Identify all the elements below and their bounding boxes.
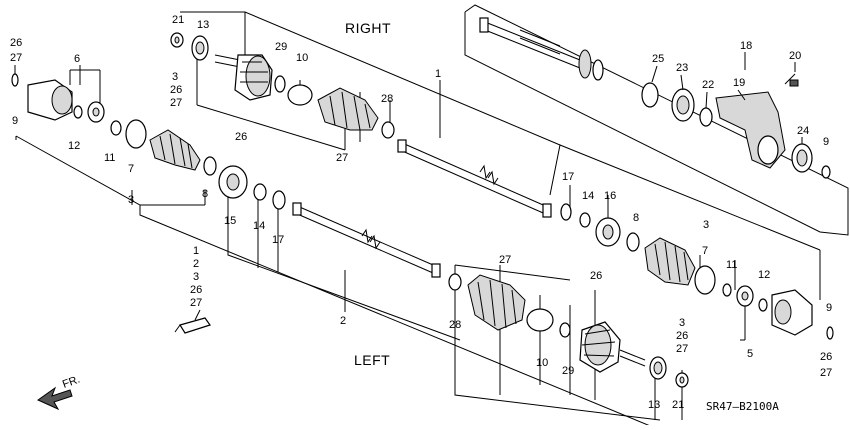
callout-26: 26 [170, 84, 182, 96]
direction-label: FR. [61, 373, 82, 390]
callout-23: 23 [676, 62, 688, 74]
callout-26: 26 [235, 131, 247, 143]
callout-28: 28 [381, 93, 393, 105]
callout-26: 26 [190, 284, 202, 296]
callout-11: 11 [104, 152, 115, 164]
callout-19: 19 [733, 77, 745, 89]
callout-27: 27 [190, 297, 202, 309]
callout-20: 20 [789, 50, 801, 62]
callout-12: 12 [68, 140, 80, 152]
front-direction-arrow: FR. [36, 373, 82, 411]
right-axle-shaft [397, 139, 552, 218]
heading-left: LEFT [354, 352, 390, 368]
callout-2: 2 [340, 315, 346, 327]
callout-27: 27 [10, 52, 22, 64]
drawing-code: SR47—B2100A [706, 400, 779, 413]
callout-21: 21 [172, 14, 184, 26]
callout-28: 28 [449, 319, 461, 331]
right-outer-joint-assembly [170, 32, 395, 139]
callout-6: 6 [74, 53, 80, 65]
callout-5: 5 [747, 348, 753, 360]
callout-8: 8 [202, 188, 208, 200]
ring-9-tl [11, 73, 19, 87]
callout-7: 7 [702, 245, 708, 257]
callout-9: 9 [12, 115, 18, 127]
callout-27: 27 [676, 343, 688, 355]
grouping-lines [15, 11, 821, 430]
callout-12: 12 [758, 269, 770, 281]
callout-13: 13 [197, 19, 209, 31]
callout-7: 7 [128, 163, 134, 175]
callout-3: 3 [128, 194, 134, 206]
callout-17: 17 [272, 234, 284, 246]
callout-13: 13 [648, 399, 660, 411]
callout-1: 1 [193, 245, 199, 257]
callout-21: 21 [672, 399, 684, 411]
callout-27: 27 [820, 367, 832, 379]
left-outer-joint-assembly-bottom [448, 273, 689, 388]
callout-2: 2 [193, 258, 199, 270]
callout-27: 27 [170, 97, 182, 109]
callout-26: 26 [820, 351, 832, 363]
callout-numbers: 26 27 9 6 12 11 7 3 8 21 13 3 26 27 29 1… [10, 14, 832, 411]
callout-27: 27 [499, 254, 511, 266]
callout-18: 18 [740, 40, 752, 52]
callout-10: 10 [296, 52, 308, 64]
callout-10: 10 [536, 357, 548, 369]
callout-3: 3 [679, 317, 685, 329]
left-outer-joint-assembly [11, 73, 217, 176]
arrow-icon [36, 386, 73, 411]
callout-1: 1 [435, 68, 441, 80]
callout-22: 22 [702, 79, 714, 91]
callout-14: 14 [582, 190, 594, 202]
heading-right: RIGHT [345, 20, 391, 36]
callout-26: 26 [590, 270, 602, 282]
callout-8: 8 [633, 212, 639, 224]
callout-26: 26 [10, 37, 22, 49]
callout-3: 3 [172, 71, 178, 83]
callout-16: 16 [604, 190, 616, 202]
callout-27: 27 [336, 152, 348, 164]
callout-3: 3 [703, 219, 709, 231]
callout-29: 29 [275, 41, 287, 53]
callout-14: 14 [253, 220, 265, 232]
callout-3: 3 [193, 271, 199, 283]
callout-25: 25 [652, 53, 664, 65]
callout-9: 9 [826, 302, 832, 314]
callout-26: 26 [676, 330, 688, 342]
right-inboard-joint-assembly [560, 203, 834, 340]
callout-29: 29 [562, 365, 574, 377]
callout-15: 15 [224, 215, 236, 227]
leader-lines [14, 52, 803, 321]
callout-17: 17 [562, 171, 574, 183]
intermediate-shaft-inset [464, 4, 849, 236]
left-axle-shaft [292, 202, 441, 278]
callout-24: 24 [797, 125, 809, 137]
left-inboard-parts [218, 165, 286, 210]
callout-9: 9 [823, 136, 829, 148]
callout-11: 11 [726, 259, 737, 271]
repair-kit-pin [174, 317, 211, 334]
